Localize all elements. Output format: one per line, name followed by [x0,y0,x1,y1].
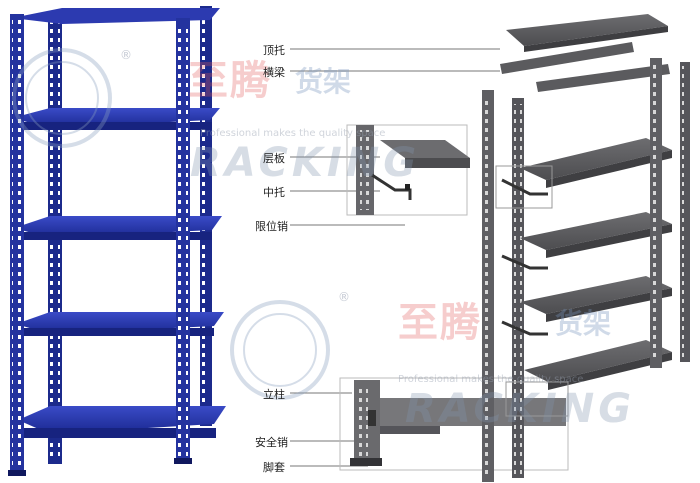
exploded-crossbeam-2 [536,64,670,92]
watermark-registered-top: ® [120,48,132,62]
watermark-brand-blue-bottom: 货架 [555,307,612,340]
watermark-racking-top: RACKING [190,140,421,186]
label-limit-pin: 限位销 [255,220,288,233]
watermark-brand-red-top: 至腾 [188,57,272,104]
blue-shelving-unit [8,6,226,476]
exploded-shelf-2 [520,212,672,250]
detail-inset-shelf [346,124,470,216]
watermark-registered-bottom: ® [338,290,350,304]
exploded-shelf-1 [520,138,672,180]
blue-shelf-top [12,8,220,24]
inset-shelf-panel [380,140,470,158]
label-safety-pin: 安全销 [255,436,288,449]
label-foot-cover: 脚套 [263,461,285,474]
blue-shelf-4 [18,406,226,434]
watermark-brand-blue-top: 货架 [295,65,352,98]
watermark-logo-top [12,48,112,148]
label-upright: 立柱 [263,388,285,401]
label-shelf-panel: 层板 [263,152,285,165]
label-middle-support: 中托 [263,186,285,199]
watermark-tagline-bottom: Professional makes the quality space [398,374,584,385]
watermark-tagline-top: Professional makes the quality space [200,128,386,139]
label-top-support: 顶托 [263,44,285,57]
exploded-top-support [506,14,668,46]
gray-exploded-rack [482,14,690,482]
watermark-racking-bottom: RACKING [405,386,636,432]
watermark-brand-red-bottom: 至腾 [398,299,482,346]
exploded-crossbeam-1 [500,42,634,74]
exploded-shelf-4 [524,340,672,382]
label-crossbeam: 横梁 [263,66,285,79]
watermark-logo-bottom [230,300,330,400]
exploded-shelf-3 [520,276,672,314]
detail-inset-foot [339,377,569,471]
